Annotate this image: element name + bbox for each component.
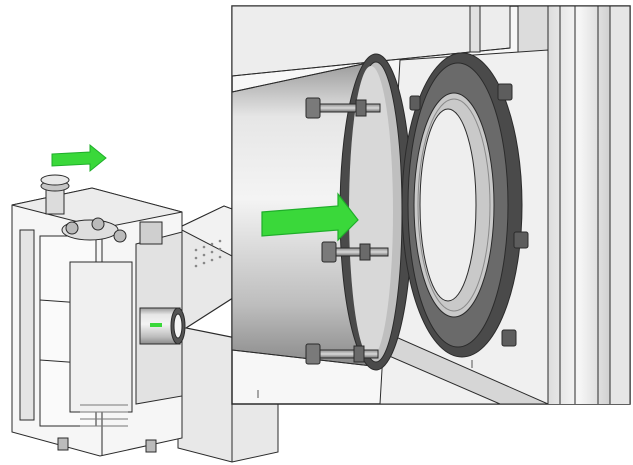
perforated-panel xyxy=(194,239,222,268)
flue-cap xyxy=(40,174,70,215)
boiler-unit-overview xyxy=(11,174,280,463)
bolt-upper xyxy=(305,97,381,119)
receiving-flange xyxy=(401,52,523,358)
small-direction-arrow xyxy=(150,323,162,327)
bolt-middle xyxy=(321,241,389,263)
flange-nuts xyxy=(409,83,529,347)
tube-flange xyxy=(339,53,413,371)
direction-arrow-zoom xyxy=(261,192,359,242)
zoom-inset xyxy=(231,5,631,405)
front-louvre xyxy=(80,404,128,427)
vertical-rail xyxy=(547,6,611,404)
direction-arrow-overview xyxy=(51,143,107,173)
top-components xyxy=(61,217,163,245)
bolt-lower xyxy=(305,343,379,365)
